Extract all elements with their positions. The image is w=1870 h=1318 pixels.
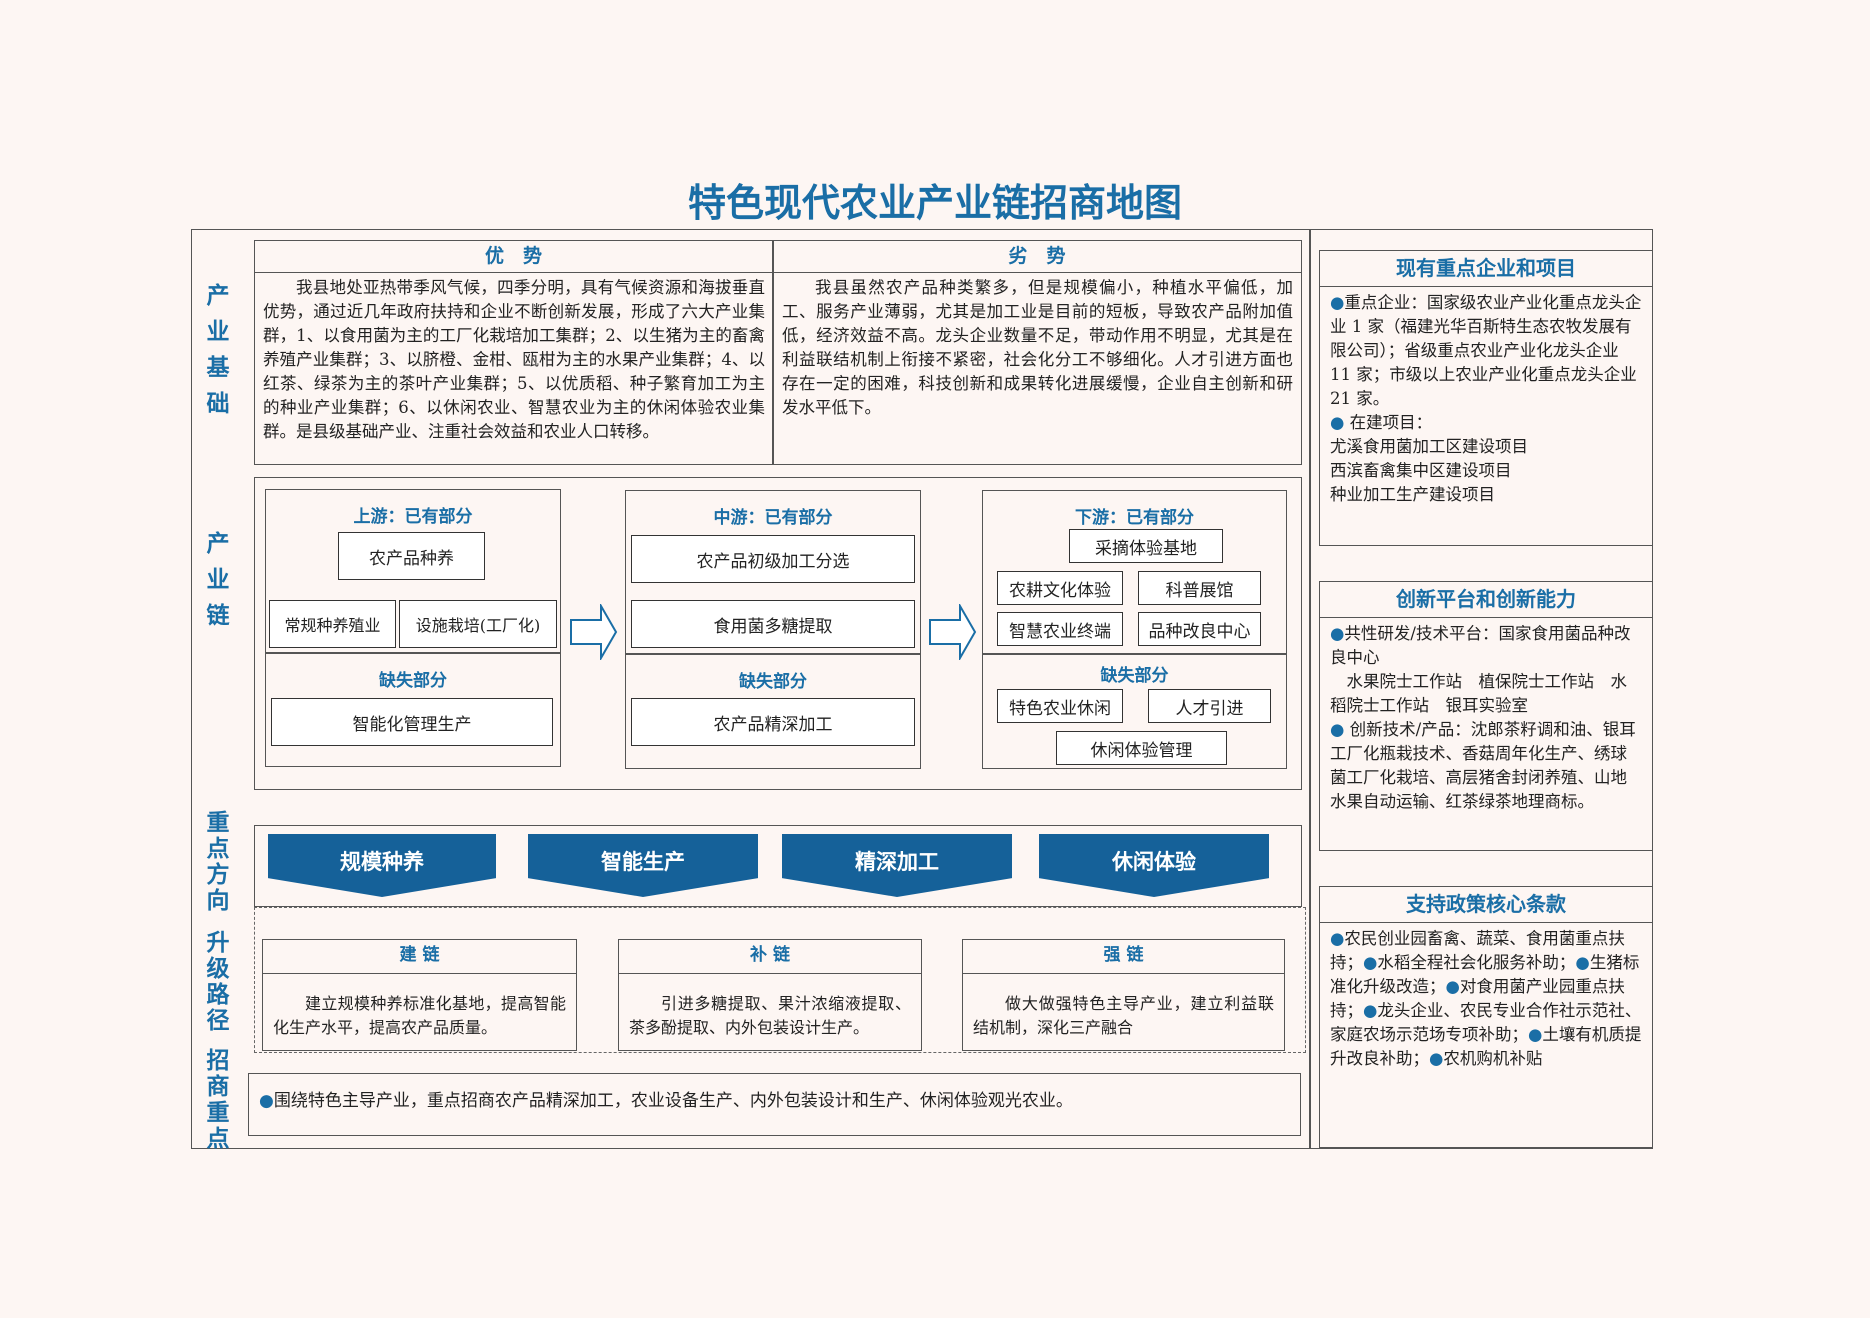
panel-title: 创新平台和创新能力 (1320, 582, 1652, 618)
panel-line: 种业加工生产建设项目 (1330, 485, 1495, 504)
investment-text: 围绕特色主导产业，重点招商农产品精深加工，农业设备生产、内外包装设计和生产、休闲… (273, 1091, 1073, 1111)
downstream-missing-label: 缺失部分 (1100, 666, 1169, 686)
bullet-icon: ● (1445, 977, 1460, 996)
midstream-missing-label: 缺失部分 (739, 672, 807, 692)
bullet-icon: ● (1363, 1001, 1378, 1020)
panel-line: ● 创新技术/产品：沈郎茶籽调和油、银耳工厂化瓶栽技术、香菇周年化生产、绣球菌工… (1330, 720, 1636, 811)
upgrade-card: 补 链 引进多糖提取、果汁浓缩液提取、茶多酚提取、内外包装设计生产。 (618, 939, 922, 1051)
panel-line: ● 在建项目： (1330, 413, 1433, 432)
midstream-panel: 中游：已有部分 农产品初级加工分选 食用菌多糖提取 缺失部分 农产品精深加工 (625, 490, 921, 769)
bullet-icon: ● (1330, 624, 1345, 643)
missing-item: 智能化管理生产 (271, 698, 553, 746)
midstream-existing-label: 中游：已有部分 (713, 508, 833, 528)
upstream-panel: 上游：已有部分 农产品种养 常规种养殖业 设施栽培(工厂化) 缺失部分 智能化管… (265, 489, 561, 767)
downstream-panel: 下游：已有部分 采摘体验基地 农耕文化体验 科普展馆 智慧农业终端 品种改良中心… (982, 490, 1287, 769)
chain-item: 常规种养殖业 (269, 600, 396, 648)
direction-section (254, 825, 1302, 907)
chain-item: 农耕文化体验 (997, 571, 1123, 605)
chain-item: 采摘体验基地 (1069, 529, 1223, 563)
chain-item: 智慧农业终端 (997, 612, 1123, 646)
chain-item: 农产品种养 (338, 532, 485, 580)
bullet-icon: ● (1330, 413, 1345, 432)
upgrade-card-title: 强 链 (963, 940, 1284, 974)
label-foundation: 产业基础 (206, 283, 230, 417)
bullet-icon: ● (1330, 293, 1345, 312)
innovation-panel: 创新平台和创新能力 ●共性研发/技术平台：国家食用菌品种改良中心 水果院士工作站… (1319, 581, 1653, 851)
chain-section (254, 477, 1302, 790)
arrow-right-icon (929, 604, 977, 660)
panel-line: ●农民创业园畜禽、蔬菜、食用菌重点扶持；●水稻全程社会化服务补助；●生猪标准化升… (1330, 929, 1642, 1068)
bullet-icon: ● (1575, 953, 1590, 972)
policy-panel: 支持政策核心条款 ●农民创业园畜禽、蔬菜、食用菌重点扶持；●水稻全程社会化服务补… (1319, 886, 1653, 1148)
upgrade-card: 建 链 建立规模种养标准化基地，提高智能化生产水平，提高农产品质量。 (262, 939, 577, 1051)
chain-item: 设施栽培(工厂化) (399, 600, 557, 648)
column-divider (1309, 229, 1311, 1149)
panel-line: 水果院士工作站 植保院士工作站 水稻院士工作站 银耳实验室 (1330, 672, 1627, 715)
bullet-icon: ● (1363, 953, 1378, 972)
label-upgrade: 升级路径 (206, 930, 230, 1034)
panel-line: ●共性研发/技术平台：国家食用菌品种改良中心 (1330, 624, 1631, 667)
panel-title: 现有重点企业和项目 (1320, 251, 1652, 287)
bullet-icon: ● (1330, 720, 1345, 739)
upgrade-card-text: 做大做强特色主导产业，建立利益联结机制，深化三产融合 (973, 994, 1274, 1037)
bullet-icon: ● (1528, 1025, 1543, 1044)
missing-item: 休闲体验管理 (1056, 731, 1227, 765)
bullet-icon: ● (259, 1091, 274, 1111)
foundation-table: 优 势 劣 势 我县地处亚热带季风气候，四季分明，具有气候资源和海拔垂直优势，通… (254, 240, 1302, 465)
missing-item: 特色农业休闲 (997, 689, 1123, 723)
chain-item: 品种改良中心 (1138, 612, 1261, 646)
chain-item: 农产品初级加工分选 (631, 535, 915, 583)
panel-title: 支持政策核心条款 (1320, 887, 1652, 923)
panel-line: 尤溪食用菌加工区建设项目 (1330, 437, 1528, 456)
arrow-right-icon (570, 604, 618, 660)
panel-line: 西滨畜禽集中区建设项目 (1330, 461, 1512, 480)
bullet-icon: ● (1429, 1049, 1444, 1068)
upstream-missing-label: 缺失部分 (379, 671, 447, 691)
investment-box: ●围绕特色主导产业，重点招商农产品精深加工，农业设备生产、内外包装设计和生产、休… (248, 1073, 1301, 1136)
upgrade-card-text: 建立规模种养标准化基地，提高智能化生产水平，提高农产品质量。 (273, 994, 566, 1037)
upgrade-card: 强 链 做大做强特色主导产业，建立利益联结机制，深化三产融合 (962, 939, 1285, 1051)
bullet-icon: ● (1330, 929, 1345, 948)
upgrade-section (254, 907, 1306, 1053)
disadvantage-header: 劣 势 (773, 241, 1301, 273)
upgrade-card-title: 建 链 (263, 940, 576, 974)
missing-item: 人才引进 (1148, 689, 1271, 723)
upgrade-card-text: 引进多糖提取、果汁浓缩液提取、茶多酚提取、内外包装设计生产。 (629, 994, 911, 1037)
upstream-existing-label: 上游：已有部分 (353, 507, 473, 527)
label-direction: 重点方向 (206, 810, 230, 914)
downstream-existing-label: 下游：已有部分 (1075, 508, 1194, 528)
label-chain: 产业链 (206, 531, 230, 629)
disadvantage-text: 我县虽然农产品种类繁多，但是规模偏小，种植水平偏低，加工、服务产业薄弱，尤其是加… (782, 278, 1293, 417)
panel-line: ●重点企业：国家级农业产业化重点龙头企业 1 家（福建光华百斯特生态农牧发展有限… (1330, 293, 1642, 408)
chain-item: 食用菌多糖提取 (631, 600, 915, 648)
enterprises-panel: 现有重点企业和项目 ●重点企业：国家级农业产业化重点龙头企业 1 家（福建光华百… (1319, 250, 1653, 546)
label-investment: 招商重点 (206, 1048, 230, 1152)
missing-item: 农产品精深加工 (631, 698, 915, 746)
chain-item: 科普展馆 (1138, 571, 1261, 605)
advantage-text: 我县地处亚热带季风气候，四季分明，具有气候资源和海拔垂直优势，通过近几年政府扶持… (263, 278, 765, 441)
page-title: 特色现代农业产业链招商地图 (687, 181, 1182, 225)
advantage-header: 优 势 (255, 241, 773, 273)
upgrade-card-title: 补 链 (619, 940, 921, 974)
